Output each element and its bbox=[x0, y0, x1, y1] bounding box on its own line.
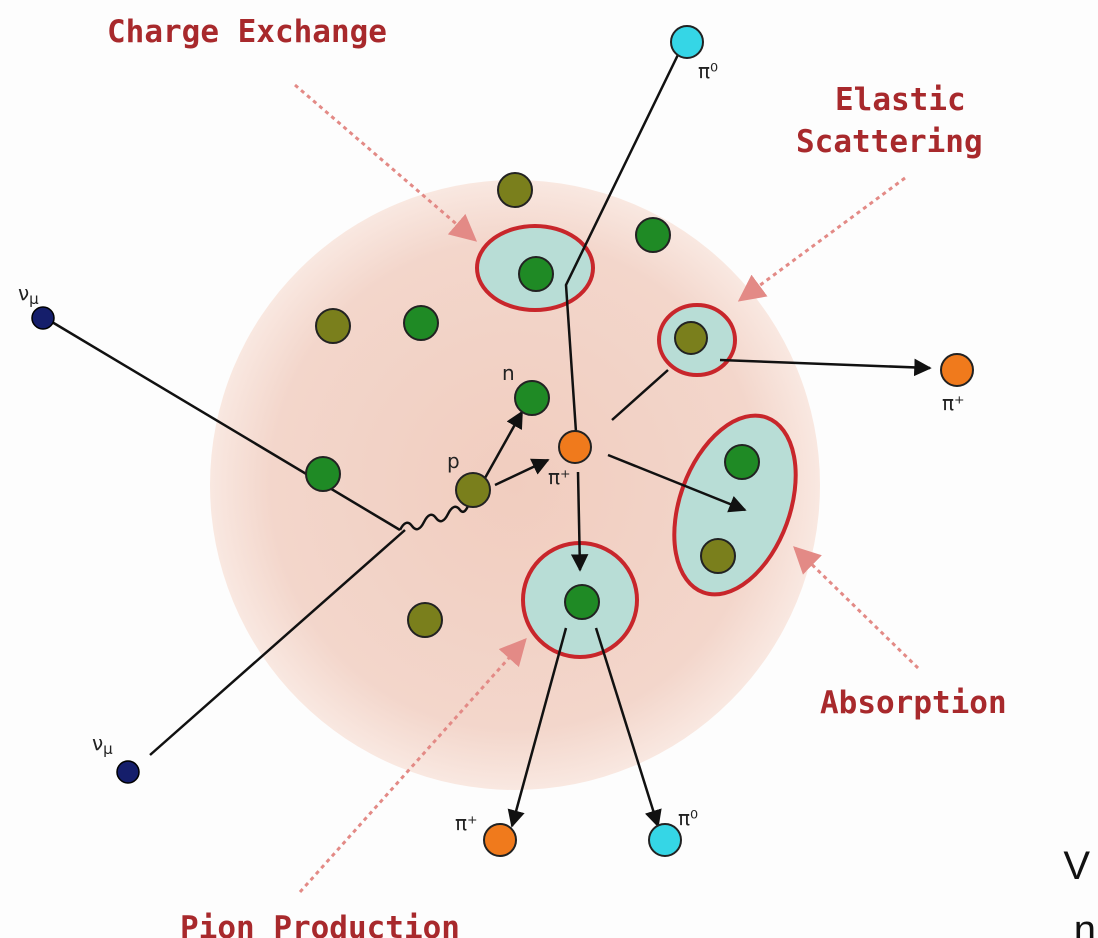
charge-exchange-label: Charge Exchange bbox=[107, 14, 387, 50]
pi-zero-top-label: π⁰ bbox=[698, 59, 718, 83]
absorption-pointer bbox=[793, 546, 920, 670]
pion-charged bbox=[940, 353, 974, 387]
pi-plus-center-label: π⁺ bbox=[548, 465, 571, 489]
cutoff-text-line2: n bbox=[1073, 908, 1096, 938]
boson-wavy-line bbox=[398, 505, 470, 531]
elastic-in-track bbox=[611, 369, 669, 421]
neutron bbox=[305, 456, 341, 492]
proton bbox=[497, 172, 533, 208]
proton bbox=[407, 602, 443, 638]
nu-top-label: νμ bbox=[18, 281, 39, 308]
pion-production-pointer bbox=[298, 637, 527, 893]
pion-production-in-track bbox=[570, 471, 589, 572]
proton bbox=[315, 308, 351, 344]
pion-neutral bbox=[670, 25, 704, 59]
elastic-label-line2: Scattering bbox=[796, 124, 983, 160]
pi-plus-bottom-label: π⁺ bbox=[455, 811, 478, 835]
neutrino bbox=[31, 306, 55, 330]
pion-production-out-left bbox=[507, 627, 568, 828]
absorption-track bbox=[607, 453, 747, 513]
pion-production-out-right bbox=[594, 627, 662, 828]
cutoff-text-line1: V bbox=[1063, 844, 1090, 888]
neutron bbox=[514, 380, 550, 416]
elastic-pointer bbox=[737, 176, 906, 302]
pion-charged bbox=[558, 430, 592, 464]
neutron bbox=[564, 584, 600, 620]
proton-to-neutron-track bbox=[483, 410, 524, 479]
neutrino-out-track bbox=[149, 529, 406, 756]
neutron bbox=[518, 256, 554, 292]
neutrino-in-track bbox=[51, 320, 401, 532]
proton bbox=[455, 472, 491, 508]
charge-exchange-track bbox=[564, 28, 692, 433]
neutron bbox=[724, 444, 760, 480]
neutrino bbox=[116, 760, 140, 784]
proton bbox=[700, 538, 736, 574]
nu-bottom-label: νμ bbox=[92, 731, 113, 758]
neutron bbox=[635, 217, 671, 253]
pi-plus-right-label: π⁺ bbox=[942, 391, 965, 415]
proton bbox=[674, 321, 708, 355]
p-label: p bbox=[447, 449, 460, 473]
elastic-label-line1: Elastic bbox=[835, 82, 966, 118]
pi-zero-bottom-label: π⁰ bbox=[678, 806, 698, 830]
absorption-label: Absorption bbox=[820, 685, 1007, 721]
pion-production-label: Pion Production bbox=[180, 910, 460, 938]
elastic-out-track bbox=[719, 358, 932, 377]
pion-neutral bbox=[648, 823, 682, 857]
pion-charged bbox=[483, 823, 517, 857]
neutron bbox=[403, 305, 439, 341]
proton-to-pion-track bbox=[494, 458, 550, 487]
n-label: n bbox=[502, 361, 515, 385]
